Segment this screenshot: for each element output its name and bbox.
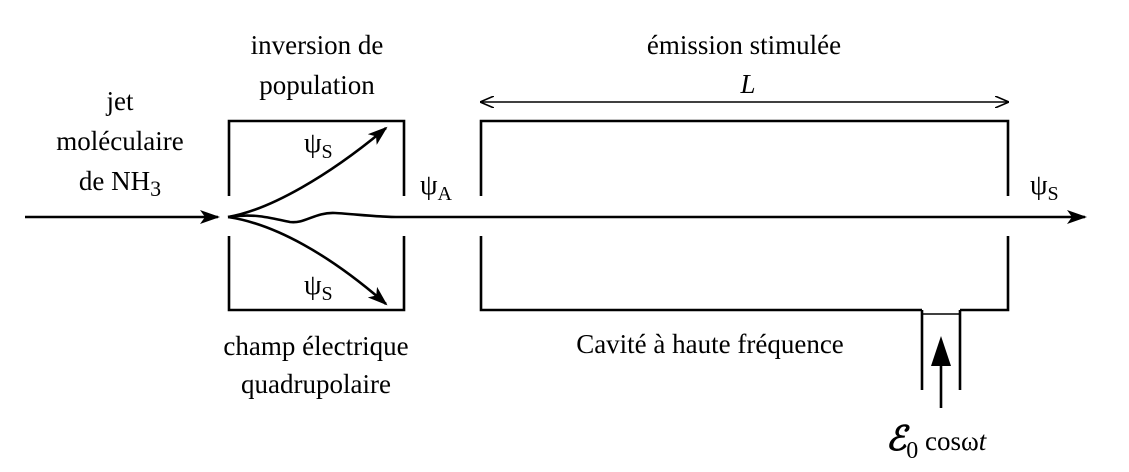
inversion-label-line1: inversion de	[251, 30, 384, 60]
cavity-label: Cavité à haute fréquence	[576, 329, 844, 359]
quadrupole-selector	[227, 119, 406, 312]
cavity-top-wall	[479, 119, 1010, 196]
psi-s-lower: ψS	[304, 270, 333, 305]
inversion-label-line2: population	[259, 70, 375, 100]
source-field-label: ℰ0 cosωt	[886, 421, 988, 464]
jet-label-line1: jet	[106, 86, 134, 116]
psi-s-output: ψS	[1030, 170, 1059, 205]
resonant-cavity	[479, 119, 1010, 315]
jet-label: jet moléculaire de NH3	[56, 86, 183, 201]
feed-arrow-head	[931, 336, 951, 366]
antisymmetric-state-path	[227, 211, 401, 224]
psi-a-label: ψA	[420, 170, 453, 205]
cavity-bottom-wall	[479, 236, 1010, 312]
waveguide-feed	[920, 310, 962, 408]
emission-label: émission stimulée	[647, 30, 841, 60]
jet-label-line2: moléculaire	[56, 126, 183, 156]
length-label: L	[739, 69, 755, 99]
symmetric-state-path-up	[227, 126, 388, 219]
jet-label-line3: de NH3	[79, 166, 161, 201]
field-label-line2: quadrupolaire	[241, 369, 391, 399]
psi-s-upper: ψS	[304, 128, 333, 163]
selector-top-wall	[227, 119, 406, 196]
field-label-line1: champ électrique	[223, 331, 408, 361]
symmetric-state-path-down	[227, 215, 388, 306]
selector-bottom-wall	[227, 236, 406, 312]
